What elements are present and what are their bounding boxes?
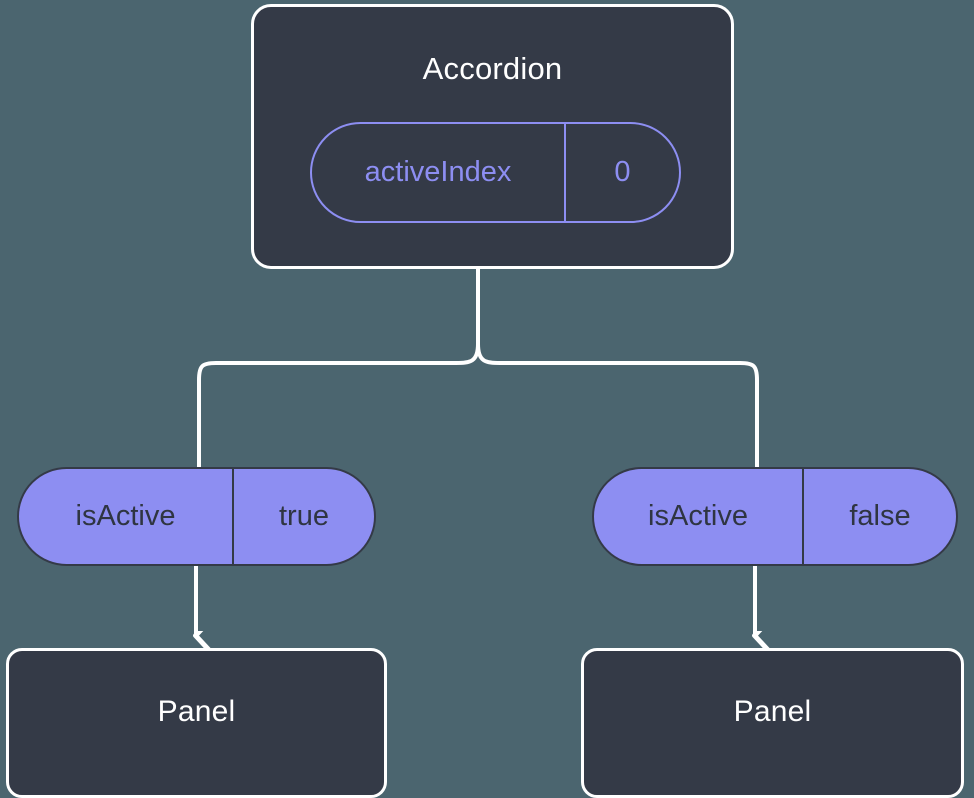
left-panel-label: Panel — [157, 695, 236, 728]
active-index-state-pill[interactable]: activeIndex 0 — [310, 122, 681, 223]
left-panel-node[interactable]: Panel — [6, 648, 387, 798]
left-is-active-pill[interactable]: isActive true — [17, 467, 376, 566]
fork-connector-path — [197, 267, 480, 472]
right-is-active-pill[interactable]: isActive false — [592, 467, 958, 566]
right-is-active-key: isActive — [594, 469, 804, 564]
active-index-value: 0 — [614, 156, 631, 188]
left-is-active-key: isActive — [19, 469, 234, 564]
accordion-title: Accordion — [422, 51, 563, 86]
left-is-active-value: true — [279, 500, 329, 532]
accordion-node[interactable]: Accordion activeIndex 0 — [251, 4, 734, 269]
right-panel-node[interactable]: Panel — [581, 648, 964, 798]
fork-connector-path-right — [476, 342, 759, 472]
right-is-active-value: false — [849, 500, 911, 532]
diagram-canvas: Accordion activeIndex 0 isActive true Pa… — [6, 4, 964, 798]
active-index-key: activeIndex — [312, 124, 566, 221]
right-panel-label: Panel — [733, 695, 812, 728]
